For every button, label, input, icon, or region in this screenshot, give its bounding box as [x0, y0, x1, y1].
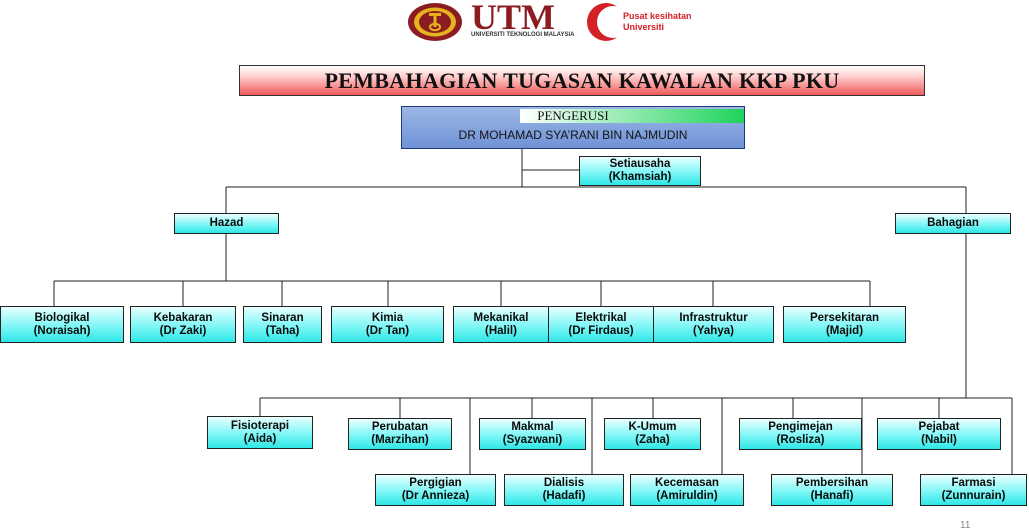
- node-title: Elektrikal: [575, 311, 627, 324]
- node-title: Makmal: [511, 421, 554, 433]
- hazad-item-node: Mekanikal (Halil): [453, 306, 549, 343]
- hazad-item-node: Elektrikal (Dr Firdaus): [548, 306, 654, 343]
- node-person: (Rosliza): [776, 434, 825, 446]
- node-person: (Taha): [265, 324, 300, 337]
- pusat-kesihatan-logo: Pusat kesihatan Universiti: [586, 2, 706, 42]
- chairman-box: PENGERUSI DR MOHAMAD SYA’RANI BIN NAJMUD…: [401, 106, 745, 149]
- chairman-name: DR MOHAMAD SYA’RANI BIN NAJMUDIN: [458, 128, 688, 142]
- hazad-item-node: Infrastruktur (Yahya): [653, 306, 774, 343]
- node-person: (Aida): [243, 432, 277, 445]
- node-title: Kimia: [371, 311, 404, 324]
- node-person: (Hanafi): [810, 490, 854, 502]
- hazad-node: Hazad: [174, 213, 279, 234]
- page-number: 11: [960, 520, 971, 531]
- hazad-item-node: Kebakaran (Dr Zaki): [130, 306, 236, 343]
- node-person: (Dr Tan): [365, 324, 410, 337]
- bahagian-node: Bahagian: [895, 213, 1011, 234]
- node-person: (Dr Annieza): [401, 490, 470, 502]
- utm-seal-icon: [408, 3, 462, 41]
- node-person: (Zunnurain): [941, 490, 1006, 502]
- node-title: Pergigian: [409, 477, 462, 489]
- utm-logo: UTM UNIVERSITI TEKNOLOGI MALAYSIA: [407, 0, 587, 42]
- bahagian-item-node: Dialisis (Hadafi): [504, 474, 624, 506]
- hazad-item-node: Kimia (Dr Tan): [331, 306, 444, 343]
- node-person: (Khamsiah): [608, 171, 672, 183]
- hazad-item-node: Persekitaran (Majid): [783, 306, 906, 343]
- bahagian-item-node: Perubatan (Marzihan): [348, 418, 452, 450]
- pk-line2: Universiti: [623, 22, 665, 32]
- bahagian-item-node: Pembersihan (Hanafi): [771, 474, 893, 506]
- chairman-role: PENGERUSI: [537, 108, 609, 123]
- hazad-item-node: Biologikal (Noraisah): [0, 306, 124, 343]
- bahagian-item-node: Kecemasan (Amiruldin): [630, 474, 744, 506]
- page-title: PEMBAHAGIAN TUGASAN KAWALAN KKP PKU: [324, 67, 840, 93]
- node-person: (Halil): [485, 324, 517, 337]
- node-title: Kebakaran: [153, 311, 213, 324]
- node-title: K-Umum: [628, 421, 677, 433]
- node-title: Persekitaran: [809, 311, 880, 324]
- bahagian-item-node: K-Umum (Zaha): [604, 418, 701, 450]
- bahagian-item-node: Farmasi (Zunnurain): [920, 474, 1027, 506]
- node-title: Fisioterapi: [230, 419, 290, 432]
- node-title: Perubatan: [371, 421, 429, 433]
- node-person: (Nabil): [921, 434, 957, 446]
- node-title: Pejabat: [918, 421, 960, 433]
- node-title: Pembersihan: [795, 477, 869, 489]
- node-title: Biologikal: [34, 311, 90, 324]
- node-title: Mekanikal: [473, 311, 529, 324]
- node-person: (Syazwani): [502, 434, 563, 446]
- node-title: Sinaran: [261, 311, 304, 324]
- node-title: Kecemasan: [655, 477, 719, 489]
- pk-line1: Pusat kesihatan: [623, 11, 692, 21]
- bahagian-item-node: Pejabat (Nabil): [877, 418, 1001, 450]
- node-title: Dialisis: [543, 477, 585, 489]
- node-person: (Dr Firdaus): [568, 324, 634, 337]
- bahagian-item-node: Pengimejan (Rosliza): [739, 418, 862, 450]
- node-title: Hazad: [209, 217, 244, 229]
- node-title: Bahagian: [927, 217, 979, 229]
- utm-subtitle: UNIVERSITI TEKNOLOGI MALAYSIA: [471, 32, 575, 38]
- title-banner: PEMBAHAGIAN TUGASAN KAWALAN KKP PKU: [239, 65, 925, 96]
- node-person: (Hadafi): [542, 490, 586, 502]
- node-person: (Yahya): [693, 324, 734, 337]
- bahagian-item-node: Pergigian (Dr Annieza): [375, 474, 496, 506]
- node-title: Pengimejan: [768, 421, 833, 433]
- node-title: Infrastruktur: [679, 311, 748, 324]
- chairman-role-highlight: [520, 109, 744, 123]
- node-person: (Marzihan): [371, 434, 429, 446]
- pusat-kesihatan-text: Pusat kesihatan Universiti: [623, 11, 692, 33]
- secretary-node: Setiausaha (Khamsiah): [579, 156, 701, 186]
- bahagian-item-node: Fisioterapi (Aida): [207, 416, 313, 449]
- node-person: (Amiruldin): [656, 490, 718, 502]
- node-person: (Zaha): [635, 434, 670, 446]
- node-title: Farmasi: [951, 477, 996, 489]
- node-person: (Dr Zaki): [159, 324, 207, 337]
- bahagian-item-node: Makmal (Syazwani): [479, 418, 586, 450]
- utm-wordmark: UTM: [471, 0, 555, 37]
- node-person: (Noraisah): [33, 324, 91, 337]
- node-title: Setiausaha: [609, 158, 671, 170]
- node-person: (Majid): [825, 324, 864, 337]
- red-crescent-icon: [587, 3, 622, 41]
- hazad-item-node: Sinaran (Taha): [243, 306, 322, 343]
